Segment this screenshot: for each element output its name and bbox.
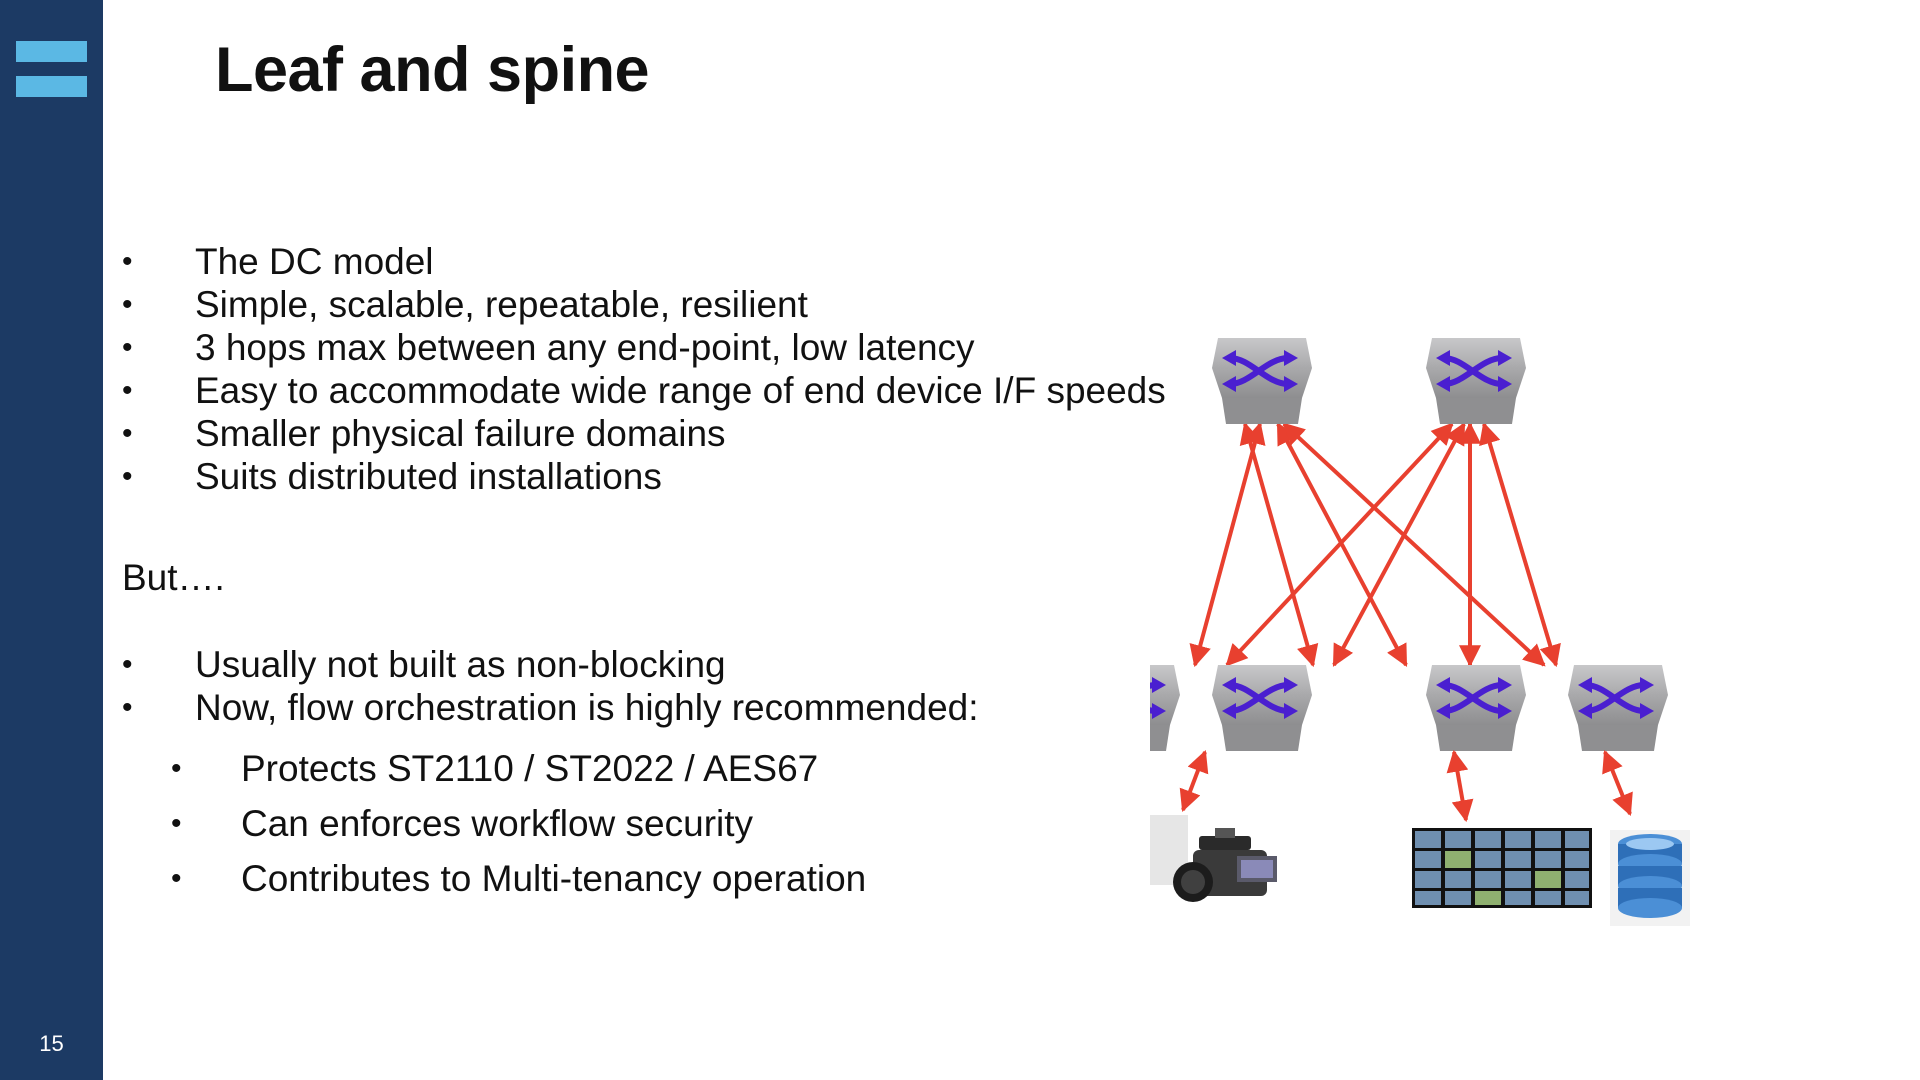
bullet-text: Suits distributed installations	[195, 456, 662, 497]
bullet-text: Smaller physical failure domains	[195, 413, 726, 454]
bullet-dot: •	[122, 417, 133, 450]
bullet-dot: •	[171, 807, 182, 840]
multiviewer-icon	[1412, 828, 1592, 908]
link-line	[1332, 422, 1466, 667]
sub-bullet-text: Contributes to Multi-tenancy operation	[241, 858, 867, 899]
sub-bullet-text: Protects ST2110 / ST2022 / AES67	[241, 748, 819, 789]
bullet-item: • Smaller physical failure domains	[122, 412, 1166, 455]
link-line	[1282, 422, 1546, 667]
logo-bar-bottom	[16, 76, 87, 97]
bullet-dot: •	[122, 374, 133, 407]
leaf-switch-icon	[1426, 665, 1526, 751]
spine-switch-icon	[1212, 338, 1312, 424]
leaf-switch-icon	[1150, 665, 1180, 751]
video-camera-icon	[1173, 828, 1277, 902]
bullet-dot: •	[122, 691, 133, 724]
bullet-dot: •	[122, 648, 133, 681]
bullet-item: • Suits distributed installations	[122, 455, 1166, 498]
link-line	[1189, 421, 1266, 668]
sub-bullet-text: Can enforces workflow security	[241, 803, 754, 844]
bullet-item: • Simple, scalable, repeatable, resilient	[122, 283, 1166, 326]
leaf-switch-icon	[1568, 665, 1668, 751]
bullet-text: Usually not built as non-blocking	[195, 644, 726, 685]
spine-switch-icon	[1426, 338, 1526, 424]
bullet-text: Now, flow orchestration is highly recomm…	[195, 687, 979, 728]
bullet-text: Easy to accommodate wide range of end de…	[195, 370, 1166, 411]
bullet-item: • 3 hops max between any end-point, low l…	[122, 326, 1166, 369]
sub-bullet-item: • Contributes to Multi-tenancy operation	[171, 851, 866, 906]
but-label: But….	[122, 557, 225, 598]
link-line	[1239, 421, 1319, 668]
bullet-dot: •	[122, 331, 133, 364]
bullet-item: • Usually not built as non-blocking	[122, 643, 979, 686]
bullet-dot: •	[122, 245, 133, 278]
bullet-dot: •	[122, 288, 133, 321]
link-line	[1602, 749, 1633, 817]
bullet-item: • The DC model	[122, 240, 1166, 283]
sub-bullet-item: • Can enforces workflow security	[171, 796, 866, 851]
slide-title: Leaf and spine	[215, 35, 650, 105]
leaf-spine-diagram	[1150, 320, 1690, 926]
downlinks	[1179, 749, 1633, 823]
bullet-text: 3 hops max between any end-point, low la…	[195, 327, 975, 368]
sub-bullet-list: • Protects ST2110 / ST2022 / AES67 • Can e…	[171, 741, 866, 906]
bullet-item: • Easy to accommodate wide range of end d…	[122, 369, 1166, 412]
sidebar: 15	[0, 0, 103, 1080]
bullet-list-secondary: • Usually not built as non-blocking • Now,…	[122, 643, 979, 729]
bullet-dot: •	[122, 460, 133, 493]
leaf-switch-icon	[1212, 665, 1312, 751]
bullet-item: • Now, flow orchestration is highly recom…	[122, 686, 979, 729]
page-number: 15	[39, 1031, 64, 1056]
bullet-dot: •	[171, 752, 182, 785]
link-line	[1225, 422, 1454, 667]
uplinks	[1189, 421, 1561, 668]
bullet-text: The DC model	[195, 241, 434, 282]
link-line	[1479, 421, 1561, 668]
bullet-list: • The DC model • Simple, scalable, repeata…	[122, 240, 1166, 498]
logo-bar-top	[16, 41, 87, 62]
bullet-text: Simple, scalable, repeatable, resilient	[195, 284, 808, 325]
link-line	[1446, 749, 1474, 823]
database-icon	[1610, 830, 1690, 926]
link-line	[1179, 749, 1209, 813]
sub-bullet-item: • Protects ST2110 / ST2022 / AES67	[171, 741, 866, 796]
bullet-dot: •	[171, 862, 182, 895]
